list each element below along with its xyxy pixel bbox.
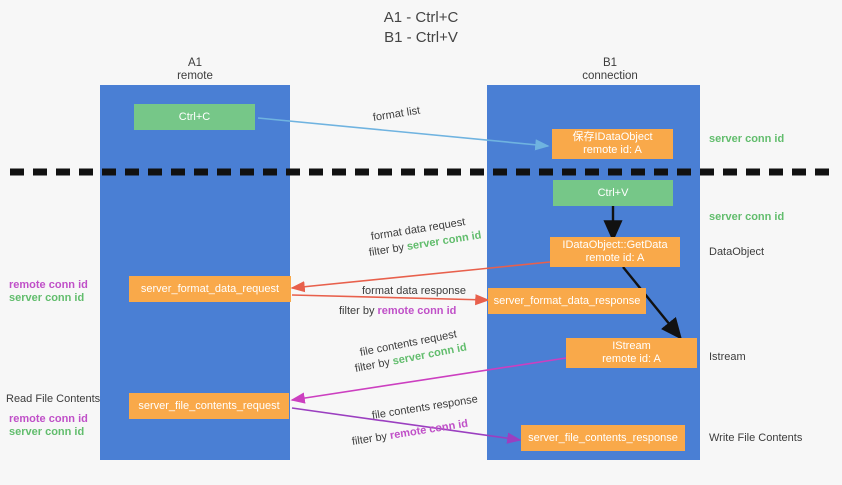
- filter-prefix-2: filter by: [339, 305, 378, 317]
- left-label-server-conn-id-2: server conn id: [9, 426, 85, 438]
- node-server-file-contents-response-label: server_file_contents_response: [528, 431, 678, 444]
- node-server-file-contents-request[interactable]: server_file_contents_request: [129, 393, 289, 419]
- edge-file-contents-response: [291, 407, 522, 444]
- left-label-remote-conn-id-2: remote conn id: [9, 413, 88, 425]
- node-server-format-data-response-label: server_format_data_response: [493, 294, 641, 307]
- left-label-read-file-contents: Read File Contents: [6, 393, 101, 405]
- right-label-istream: Istream: [709, 351, 746, 363]
- node-server-format-data-request-label: server_format_data_request: [140, 282, 280, 295]
- edge-format-data-response: [291, 294, 490, 306]
- title-line-1: A1 - Ctrl+C: [383, 9, 459, 26]
- lane-header-b1: B1 connection: [530, 57, 690, 83]
- node-ctrl-c[interactable]: Ctrl+C: [134, 104, 255, 130]
- page-title: A1 - Ctrl+C B1 - Ctrl+V: [0, 8, 842, 48]
- left-label-server-conn-id-1: server conn id: [9, 292, 85, 304]
- title-line-2: B1 - Ctrl+V: [384, 29, 458, 46]
- node-istream[interactable]: IStream remote id: A: [566, 338, 697, 368]
- right-label-write-file-contents: Write File Contents: [709, 432, 803, 444]
- node-save-idataobject-line1: 保存IDataObject: [572, 131, 653, 143]
- lane-a1-sub: remote: [177, 70, 213, 82]
- node-server-file-contents-request-label: server_file_contents_request: [138, 399, 280, 412]
- right-label-server-conn-id-top: server conn id: [709, 133, 785, 145]
- left-label-remote-conn-id-1: remote conn id: [9, 279, 88, 291]
- edge-label-format-data-response-filter: filter by remote conn id: [339, 304, 456, 318]
- lane-b1-name: B1: [602, 57, 618, 69]
- node-server-file-contents-response[interactable]: server_file_contents_response: [521, 425, 685, 451]
- lane-a1-name: A1: [187, 57, 203, 69]
- node-getdata[interactable]: IDataObject::GetData remote id: A: [550, 237, 680, 267]
- node-istream-line1: IStream: [612, 340, 651, 352]
- node-server-format-data-request[interactable]: server_format_data_request: [129, 276, 291, 302]
- node-save-idataobject[interactable]: 保存IDataObject remote id: A: [552, 129, 673, 159]
- edge-format-data-request: [290, 261, 551, 293]
- node-ctrl-v-label: Ctrl+V: [597, 186, 629, 199]
- node-getdata-line2: remote id: A: [585, 252, 645, 264]
- right-label-server-conn-id-mid: server conn id: [709, 211, 785, 223]
- node-getdata-line1: IDataObject::GetData: [562, 239, 668, 251]
- node-istream-line2: remote id: A: [602, 353, 661, 365]
- node-server-format-data-response[interactable]: server_format_data_response: [488, 288, 646, 314]
- lane-b1-sub: connection: [582, 70, 638, 82]
- lane-header-a1: A1 remote: [115, 57, 275, 83]
- node-save-idataobject-line2: remote id: A: [583, 144, 642, 156]
- edge-getdata-to-istream: [622, 266, 683, 340]
- node-ctrl-c-label: Ctrl+C: [178, 110, 211, 123]
- filter-key-remote-conn-id-1: remote conn id: [377, 305, 457, 317]
- right-label-dataobject: DataObject: [709, 246, 765, 258]
- node-ctrl-v[interactable]: Ctrl+V: [553, 180, 673, 206]
- edge-file-contents-request: [290, 357, 567, 404]
- edge-label-format-data-response: format data response: [362, 285, 466, 297]
- edge-format-list: [257, 117, 550, 151]
